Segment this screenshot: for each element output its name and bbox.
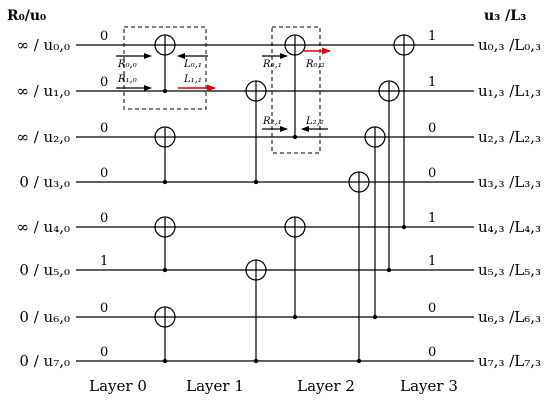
row-0-output-bit: 1 (428, 29, 436, 44)
row-0-input-bit: 0 (100, 29, 108, 44)
row-0-right-label: u₀,₃ /L₀,₃ (478, 36, 541, 54)
connection-dots (162, 88, 407, 364)
row-2-input-bit: 0 (100, 121, 108, 136)
xor-gate-l0-r6 (154, 306, 176, 328)
label-l11: L₁,₁ (183, 74, 202, 85)
layer-label-1: Layer 1 (186, 377, 244, 395)
label-r00: R₀,₀ (117, 59, 137, 70)
xor-gate-l0-r2 (154, 126, 176, 148)
xor-gate-l0-r4 (154, 216, 176, 238)
dot-l0-r1 (162, 88, 168, 94)
dot-l3-r7 (356, 358, 362, 364)
row-3-output-bit: 0 (428, 166, 436, 181)
row-3-right-label: u₃,₃ /L₃,₃ (478, 173, 541, 191)
label-r01: R₀,₁ (262, 59, 282, 70)
xor-gate-l3-r3 (348, 171, 370, 193)
row-5-output-bit: 1 (428, 254, 436, 269)
header-left-label: R₀/u₀ (7, 8, 46, 24)
input-bits: 0 0 0 0 0 1 0 0 (100, 29, 108, 360)
layer-labels: Layer 0 Layer 1 Layer 2 Layer 3 (89, 377, 458, 395)
dot-l2-r6 (292, 314, 298, 320)
row-3-left-label: 0 / u₃,₀ (19, 173, 70, 191)
dot-l0-r3 (162, 179, 168, 185)
row-4-output-bit: 1 (428, 211, 436, 226)
label-r10: R₁,₀ (117, 74, 137, 85)
xor-gate-l3-r0 (393, 34, 415, 56)
row-6-right-label: u₆,₃ /L₆,₃ (478, 308, 541, 326)
header-right-label: u₃ /L₃ (484, 8, 526, 24)
row-0-left-label: ∞ / u₀,₀ (16, 36, 70, 54)
xor-gate-l2-r0 (284, 34, 306, 56)
dot-l2-r2 (292, 134, 298, 140)
row-7-right-label: u₇,₃ /L₇,₃ (478, 352, 541, 370)
row-5-input-bit: 1 (100, 254, 108, 269)
row-4-left-label: ∞ / u₄,₀ (16, 218, 70, 236)
row-4-input-bit: 0 (100, 211, 108, 226)
xor-gates (154, 34, 415, 328)
row-7-input-bit: 0 (100, 345, 108, 360)
message-arrows (116, 47, 331, 132)
row-5-right-label: u₅,₃ /L₅,₃ (478, 261, 541, 279)
row-6-left-label: 0 / u₆,₀ (19, 308, 70, 326)
row-2-left-label: ∞ / u₂,₀ (16, 128, 70, 146)
xor-gate-l1-r5 (245, 259, 267, 281)
right-labels: u₀,₃ /L₀,₃ u₁,₃ /L₁,₃ u₂,₃ /L₂,₃ u₃,₃ /L… (478, 36, 541, 370)
layer-label-2: Layer 2 (297, 377, 355, 395)
xor-gate-l1-r1 (245, 80, 267, 102)
xor-gate-l0-r0 (154, 34, 176, 56)
label-r02: R₀,₂ (305, 59, 325, 70)
row-2-right-label: u₂,₃ /L₂,₃ (478, 128, 541, 146)
row-6-output-bit: 0 (428, 301, 436, 316)
layer-label-0: Layer 0 (89, 377, 147, 395)
output-bits: 1 1 0 0 1 1 0 0 (428, 29, 436, 360)
processing-element-box-1 (123, 26, 207, 110)
label-l22: L₂,₂ (305, 116, 324, 127)
row-1-right-label: u₁,₃ /L₁,₃ (478, 82, 541, 100)
dot-l3-r5 (386, 267, 392, 273)
xor-connections (164, 45, 405, 361)
xor-gate-l3-r2 (364, 126, 386, 148)
row-7-output-bit: 0 (428, 345, 436, 360)
row-5-left-label: 0 / u₅,₀ (19, 261, 70, 279)
dot-l3-r4 (401, 224, 407, 230)
dot-l0-r7 (162, 358, 168, 364)
left-labels: ∞ / u₀,₀ ∞ / u₁,₀ ∞ / u₂,₀ 0 / u₃,₀ ∞ / … (16, 36, 70, 370)
row-1-output-bit: 1 (428, 75, 436, 90)
label-r21: R₂,₁ (262, 116, 282, 127)
dot-l3-r6 (372, 314, 378, 320)
dot-l1-r7 (253, 358, 259, 364)
layer-label-3: Layer 3 (400, 377, 458, 395)
dot-l0-r5 (162, 267, 168, 273)
row-3-input-bit: 0 (100, 166, 108, 181)
row-6-input-bit: 0 (100, 301, 108, 316)
dot-l1-r3 (253, 179, 259, 185)
processing-element-box-2 (271, 26, 321, 154)
label-l01: L₀,₁ (183, 59, 202, 70)
row-2-output-bit: 0 (428, 121, 436, 136)
row-1-left-label: ∞ / u₁,₀ (16, 82, 70, 100)
wires (76, 44, 474, 362)
xor-gate-l3-r1 (378, 80, 400, 102)
row-7-left-label: 0 / u₇,₀ (19, 352, 70, 370)
message-labels: R₀,₀ R₁,₀ L₀,₁ L₁,₁ R₀,₁ R₀,₂ R₂,₁ L₂,₂ (117, 59, 325, 127)
row-1-input-bit: 0 (100, 75, 108, 90)
xor-gate-l2-r4 (284, 216, 306, 238)
row-4-right-label: u₄,₃ /L₄,₃ (478, 218, 541, 236)
